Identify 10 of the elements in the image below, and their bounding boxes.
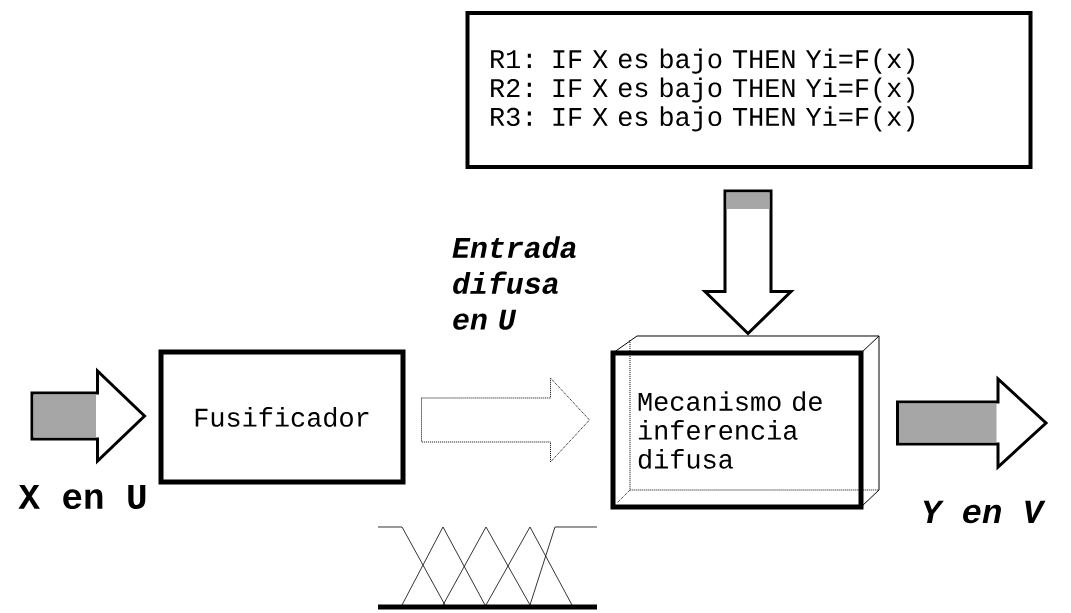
block-arrow [421, 377, 590, 463]
rules-box: R1: IF X es bajo THEN Yi=F(x) R2: IF X es bajo THEN Yi=F(x) R3: IF X es bajo THEN Yi=F(x) [465, 11, 1033, 169]
block-arrow [30, 367, 147, 465]
block-arrow [896, 375, 1049, 471]
edge-label: X en U [18, 485, 146, 509]
block-arrow [701, 189, 795, 336]
process-box: Fusificador [158, 349, 406, 485]
edge-label: Entrada difusa en U [452, 236, 576, 330]
process-box: Mecanismo de inferencia difusa [610, 350, 864, 510]
edge-label: Y en V [923, 500, 1046, 524]
